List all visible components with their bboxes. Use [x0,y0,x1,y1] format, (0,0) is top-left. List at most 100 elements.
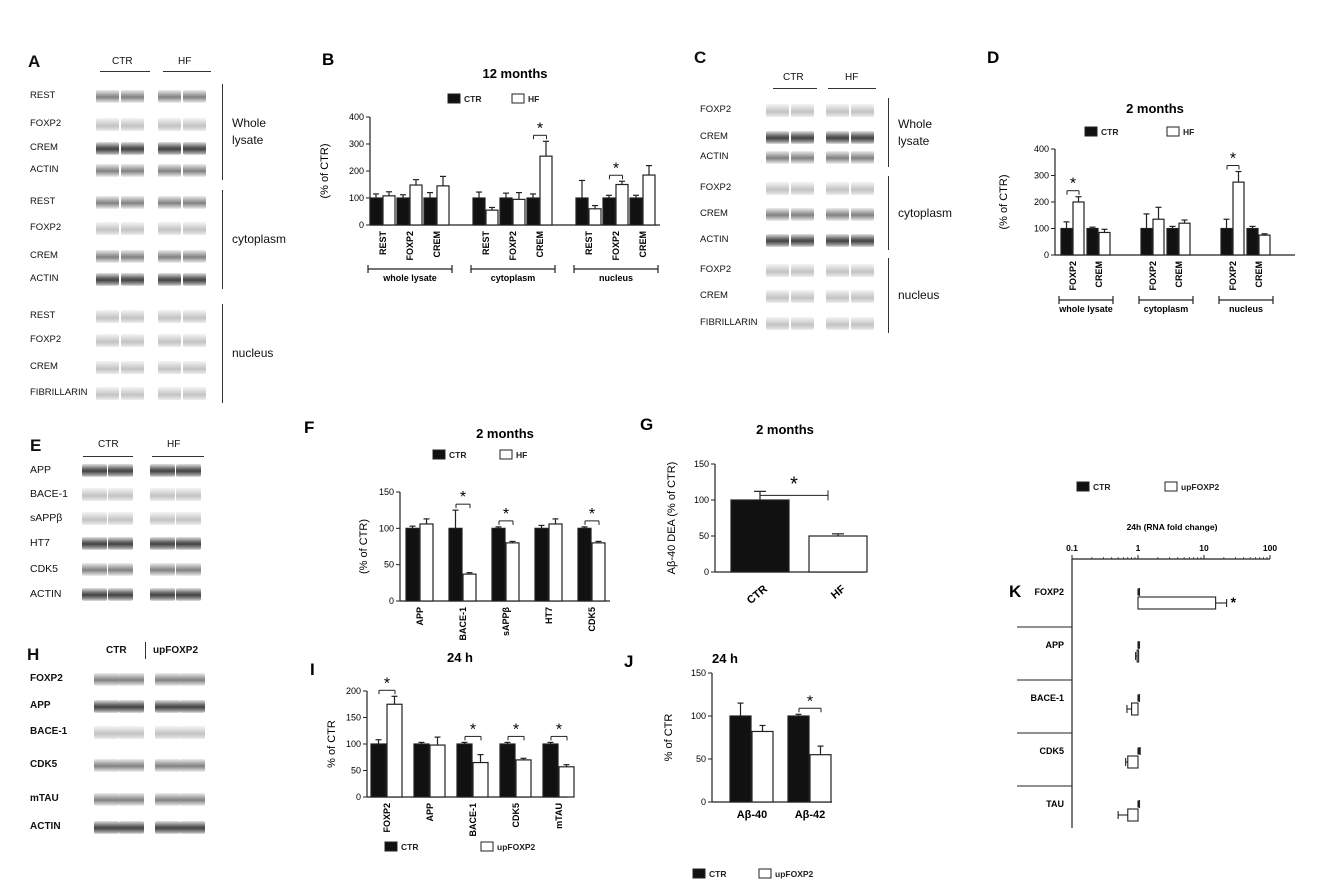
blot-a-band-1-3-3 [183,273,206,286]
chart-k-y-tick-label-3: CDK5 [1039,746,1064,756]
blot-a-band-2-2-0 [96,361,119,374]
chart-d-bar-1-1 [1098,231,1111,256]
blot-a-header-hf: HF [178,56,192,67]
blot-c-label-0-2: ACTIN [700,151,729,162]
blot-h-band-5-0 [94,821,119,834]
blot-e-band-0-1 [108,464,133,477]
blot-h-band-1-0 [94,700,119,713]
blot-a-band-2-1-3 [183,334,206,347]
chart-d-y-tick-label-1: 100 [1034,224,1049,234]
blot-h-band-2-0 [94,726,119,739]
chart-f-y-tick-label-0: 0 [389,596,394,606]
chart-b-group-label-1: cytoplasm [491,273,536,283]
blot-a-label-1-2: CREM [30,250,58,261]
chart-f-bar-0-4 [577,527,592,602]
chart-f-y-tick-label-1: 50 [384,560,394,570]
chart-j-legend-label-1: upFOXP2 [775,869,814,879]
chart-g-bar-1 [808,535,868,573]
blot-a-band-0-2-0 [96,142,119,155]
chart-d-x-tick-label-2: FOXP2 [1148,261,1158,291]
blot-e-band-1-2 [150,488,175,501]
chart-j-x-tick-label-1: Aβ-42 [795,809,826,821]
blot-a-band-1-1-2 [158,222,181,235]
chart-k-legend-label-1: upFOXP2 [1181,482,1220,492]
chart-d-x-tick-label-4: FOXP2 [1228,261,1238,291]
blot-e-band-2-1 [108,512,133,525]
blot-e-band-3-3 [176,537,201,550]
chart-f-x-tick-label-1: BACE-1 [458,607,468,641]
region-line: lysate [898,133,930,148]
blot-e-band-3-0 [82,537,107,550]
chart-g-y-tick-label-1: 50 [699,531,709,541]
blot-c-band-1-2-3 [851,234,874,247]
blot-h-label-5: ACTIN [30,821,61,832]
chart-d-panel-label: D [987,48,999,67]
chart-g-y-tick-label-3: 150 [694,459,709,469]
chart-i-y-tick-label-3: 150 [346,713,361,723]
blot-e-band-5-2 [150,588,175,601]
chart-b-group-label-2: nucleus [599,273,633,283]
chart-j-y-tick-label-1: 50 [696,754,706,764]
blot-h-band-4-2 [155,793,180,806]
chart-k-x-tick-label-0: 0.1 [1066,543,1078,553]
blot-a-label-2-3: FIBRILLARIN [30,387,88,398]
blot-c-label-2-1: CREM [700,290,728,301]
chart-f-panel-label: F [304,418,314,437]
chart-i-sig-star-2: * [513,721,519,738]
chart-k-legend-swatch-0 [1076,481,1090,492]
chart-i-legend-label-1: upFOXP2 [497,842,536,852]
blot-a-label-0-3: ACTIN [30,164,59,175]
blot-a-band-0-1-2 [158,118,181,131]
chart-b-bar-0-4 [499,197,513,226]
blot-a-bracket-1 [222,190,223,289]
panel-label-e: E [30,436,42,455]
blot-a-band-0-1-0 [96,118,119,131]
blot-a-label-0-2: CREM [30,142,58,153]
blot-a-band-1-0-0 [96,196,119,209]
blot-a-band-2-1-1 [121,334,144,347]
chart-i-x-tick-label-3: CDK5 [511,803,521,828]
blot-e-band-0-2 [150,464,175,477]
blot-a-label-2-0: REST [30,310,56,321]
blot-c-band-1-0-3 [851,182,874,195]
chart-b-x-tick-label-6: REST [584,231,594,256]
blot-c-underline-hf [828,88,876,89]
blot-a-label-0-0: REST [30,90,56,101]
blot-e-header-hf: HF [167,439,181,450]
chart-b-bar-0-7 [602,197,616,226]
chart-b-y-tick-label-1: 100 [349,193,364,203]
blot-h-band-2-2 [155,726,180,739]
blot-c-band-1-1-3 [851,208,874,221]
chart-i-bar-0-4 [542,743,559,798]
chart-d-bar-0-4 [1220,227,1233,256]
blot-c-label-2-0: FOXP2 [700,264,732,275]
blot-c-band-1-2-0 [766,234,789,247]
region-line: nucleus [898,288,940,302]
chart-k-bar-1-2 [1131,702,1139,716]
blot-h-band-3-1 [119,759,144,772]
chart-d-bar-1-5 [1258,234,1271,256]
blot-a-band-2-0-2 [158,310,181,323]
chart-k-sig-star-0: * [1231,594,1237,610]
blot-e-label-2: sAPPβ [30,512,63,524]
chart-i-sig-star-1: * [470,721,476,738]
blot-c-band-1-1-0 [766,208,789,221]
chart-d-bar-0-1 [1086,227,1099,256]
chart-j-bar-1-1 [809,754,832,803]
blot-c-band-2-1-1 [791,290,814,303]
chart-b-panel-label: B [322,50,334,69]
blot-e-band-0-0 [82,464,107,477]
chart-b-x-tick-label-3: REST [481,231,491,256]
chart-d-sig-star-0: * [1070,176,1076,193]
blot-h-label-0: FOXP2 [30,673,63,684]
blot-e-band-1-1 [108,488,133,501]
chart-f-bar-1-2 [505,542,520,602]
chart-b-bar-1-1 [409,184,423,226]
chart-i-title: 24 h [447,650,473,665]
blot-c-band-2-2-3 [851,317,874,330]
blot-c-region-1: cytoplasm [898,205,952,222]
